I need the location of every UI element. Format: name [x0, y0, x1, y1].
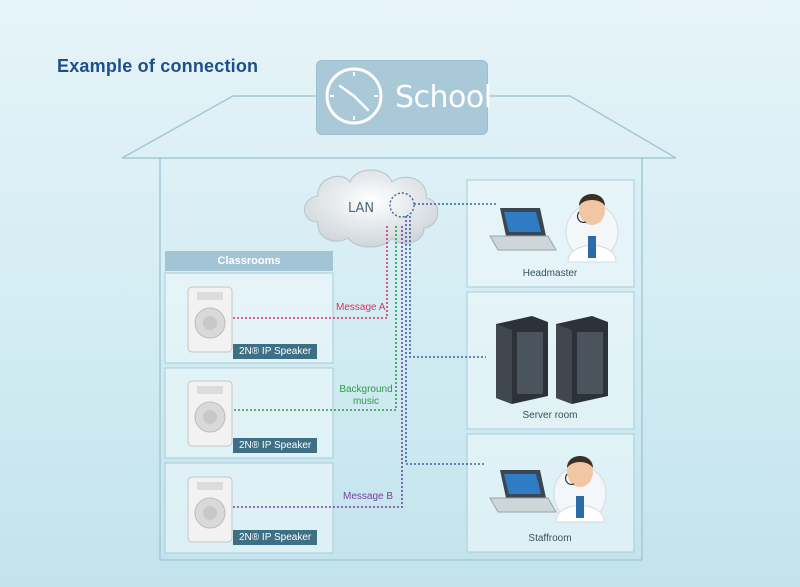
laptop-icon-headmaster — [489, 208, 557, 251]
server-rack-icon-1 — [496, 316, 548, 404]
lan-label: LAN — [348, 201, 375, 216]
person-icon-headmaster — [565, 194, 619, 263]
headmaster-label: Headmaster — [522, 268, 578, 279]
background-music-label-line2: music — [352, 396, 380, 407]
lan-staffroom-link — [405, 216, 486, 465]
message-b-link — [232, 226, 403, 508]
speaker-tag-3: 2N® IP Speaker — [233, 530, 318, 545]
clock-icon — [325, 67, 383, 125]
page-heading: Example of connection — [57, 56, 259, 76]
speaker-tag-1: 2N® IP Speaker — [233, 344, 318, 359]
lan-cloud-icon — [304, 169, 439, 248]
background-music-label-line1: Background — [339, 384, 393, 395]
staffroom-label: Staffroom — [528, 533, 572, 544]
lan-server-link — [409, 216, 486, 358]
speaker-tag-2: 2N® IP Speaker — [233, 438, 318, 453]
server-rack-icon-2 — [556, 316, 608, 404]
speaker-icon-3 — [187, 476, 233, 543]
house-roof-outline-right — [486, 95, 677, 159]
person-icon-staffroom — [553, 456, 607, 523]
message-a-link — [232, 226, 388, 319]
speaker-icon-1 — [187, 286, 233, 353]
house-roof-outline — [121, 95, 316, 159]
background-music-label: Background music — [338, 384, 394, 408]
laptop-icon-staffroom — [489, 470, 557, 513]
classrooms-header: Classrooms — [165, 251, 333, 271]
server-room-label: Server room — [522, 410, 578, 421]
message-a-label: Message A — [336, 302, 386, 313]
speaker-icon-2 — [187, 380, 233, 447]
school-label: School — [395, 80, 492, 115]
background-music-link — [232, 226, 397, 411]
server-room-box — [466, 291, 635, 430]
message-b-label: Message B — [343, 491, 394, 502]
